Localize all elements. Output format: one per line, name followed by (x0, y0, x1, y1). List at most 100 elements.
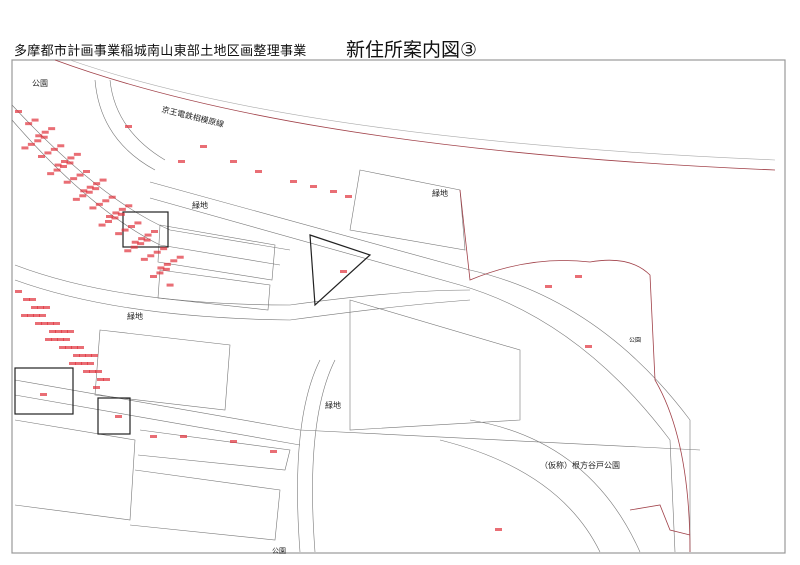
parcel-number-mark (166, 283, 174, 287)
parcel-number-mark (83, 370, 90, 373)
parcel-number-mark (160, 247, 168, 251)
parcel-number-mark (163, 262, 171, 266)
parcel-number-mark (44, 151, 52, 155)
parcel-number-mark (140, 257, 148, 261)
label-park-small: 公園 (629, 337, 642, 344)
project-name: 多摩都市計画事業稲城南山東部土地区画整理事業 (14, 44, 307, 59)
parcel-number-mark (121, 228, 129, 232)
parcel-number-mark (66, 161, 74, 165)
parcel-number-mark (29, 298, 36, 301)
parcel-number-mark (99, 178, 107, 182)
parcel-number-mark (162, 267, 170, 271)
parcel-number-mark (23, 298, 30, 301)
parcel-number-mark (67, 330, 74, 333)
parcel-number-mark (85, 354, 92, 357)
parcel-number-mark (128, 225, 135, 228)
parcel-number-mark (310, 185, 317, 188)
parcel-number-mark (95, 370, 102, 373)
parcel-number-mark (230, 160, 237, 163)
parcel-number-mark (31, 118, 39, 122)
label-park-top-left: 公園 (32, 79, 48, 88)
map-frame (11, 59, 786, 554)
parcel-number-mark (65, 346, 72, 349)
parcel-number-mark (89, 370, 96, 373)
parcel-number-mark (575, 275, 582, 278)
parcel-number-mark (35, 322, 42, 325)
parcel-number-mark (131, 240, 139, 244)
label-green-3: 緑地 (127, 312, 143, 321)
parcel-number-mark (270, 450, 277, 453)
highlighted-parcels (14, 211, 372, 435)
parcel-number-mark (143, 238, 151, 242)
railway-line (54, 59, 776, 171)
parcel-number-mark (79, 194, 87, 198)
parcel-number-mark (15, 110, 22, 113)
label-green-2: 緑地 (432, 189, 448, 198)
parcel-number-mark (102, 199, 110, 203)
parcel-number-mark (77, 346, 84, 349)
parcel-number-mark (81, 362, 88, 365)
parcel-number-mark (290, 180, 297, 183)
parcel-number-mark (60, 165, 67, 168)
parcel-number-mark (47, 322, 54, 325)
parcel-number-mark (86, 185, 94, 189)
parcel-number-mark (115, 415, 122, 418)
parcel-number-mark (40, 393, 47, 396)
parcel-number-mark (345, 195, 352, 198)
parcel-number-mark (69, 362, 76, 365)
parcel-number-mark (89, 206, 97, 210)
parcel-number-mark (340, 270, 347, 273)
parcel-number-mark (61, 160, 68, 163)
parcel-number-mark (53, 322, 60, 325)
parcel-number-mark (178, 160, 185, 163)
boundary-segment (629, 504, 691, 536)
parcel-number-mark (35, 134, 43, 138)
parcel-number-mark (124, 249, 132, 253)
parcel-number-mark (151, 230, 158, 233)
parcel-number-mark (255, 170, 262, 173)
label-green-4: 緑地 (325, 401, 341, 410)
parcel-number-mark (150, 275, 157, 278)
parcel-number-mark (55, 330, 62, 333)
parcel-number-mark (106, 215, 113, 218)
parcel-number-mark (31, 306, 38, 309)
parcel-number-mark (112, 211, 120, 215)
label-park-bottom: 公園 (272, 547, 286, 555)
parcel-number-mark (138, 237, 146, 241)
parcel-number-mark (170, 259, 178, 263)
parcel-number-mark (157, 266, 165, 270)
parcel-number-mark (125, 204, 133, 208)
parcel-number-mark (63, 338, 70, 341)
parcel-number-mark (125, 125, 132, 128)
parcel-number-mark (57, 338, 64, 341)
parcel-number-mark (59, 346, 66, 349)
parcel-number-mark (57, 144, 65, 148)
parcel-number-mark (83, 170, 90, 173)
parcel-number-mark (43, 306, 50, 309)
parcel-number-mark (51, 338, 58, 341)
label-green-1: 緑地 (192, 201, 208, 210)
parcel-number-mark (49, 330, 56, 333)
parcel-number-mark (71, 346, 78, 349)
parcel-number-mark (137, 242, 145, 246)
parcel-number-mark (111, 216, 119, 220)
parcel-number-mark (230, 440, 237, 443)
railway-edge (69, 59, 776, 161)
parcel-number-mark (93, 182, 101, 186)
parcel-number-mark (39, 314, 46, 317)
map-title: 新住所案内図③ (346, 39, 478, 61)
label-park-large: （仮称）根方谷戸公園 (540, 461, 620, 470)
parcel-number-mark (156, 271, 164, 275)
parcel-number-mark (330, 190, 337, 193)
parcel-number-mark (134, 221, 142, 225)
parcel-number-mark (61, 330, 68, 333)
parcel-number-mark (38, 155, 45, 158)
parcel-number-mark (73, 152, 81, 156)
parcel-number-mark (73, 354, 80, 357)
parcel-number-mark (54, 163, 62, 167)
parcel-number-mark (115, 232, 123, 236)
parcel-numbers (15, 110, 592, 531)
parcel-number-mark (37, 306, 44, 309)
parcel-number-mark (40, 135, 48, 139)
parcel-number-mark (91, 354, 98, 357)
